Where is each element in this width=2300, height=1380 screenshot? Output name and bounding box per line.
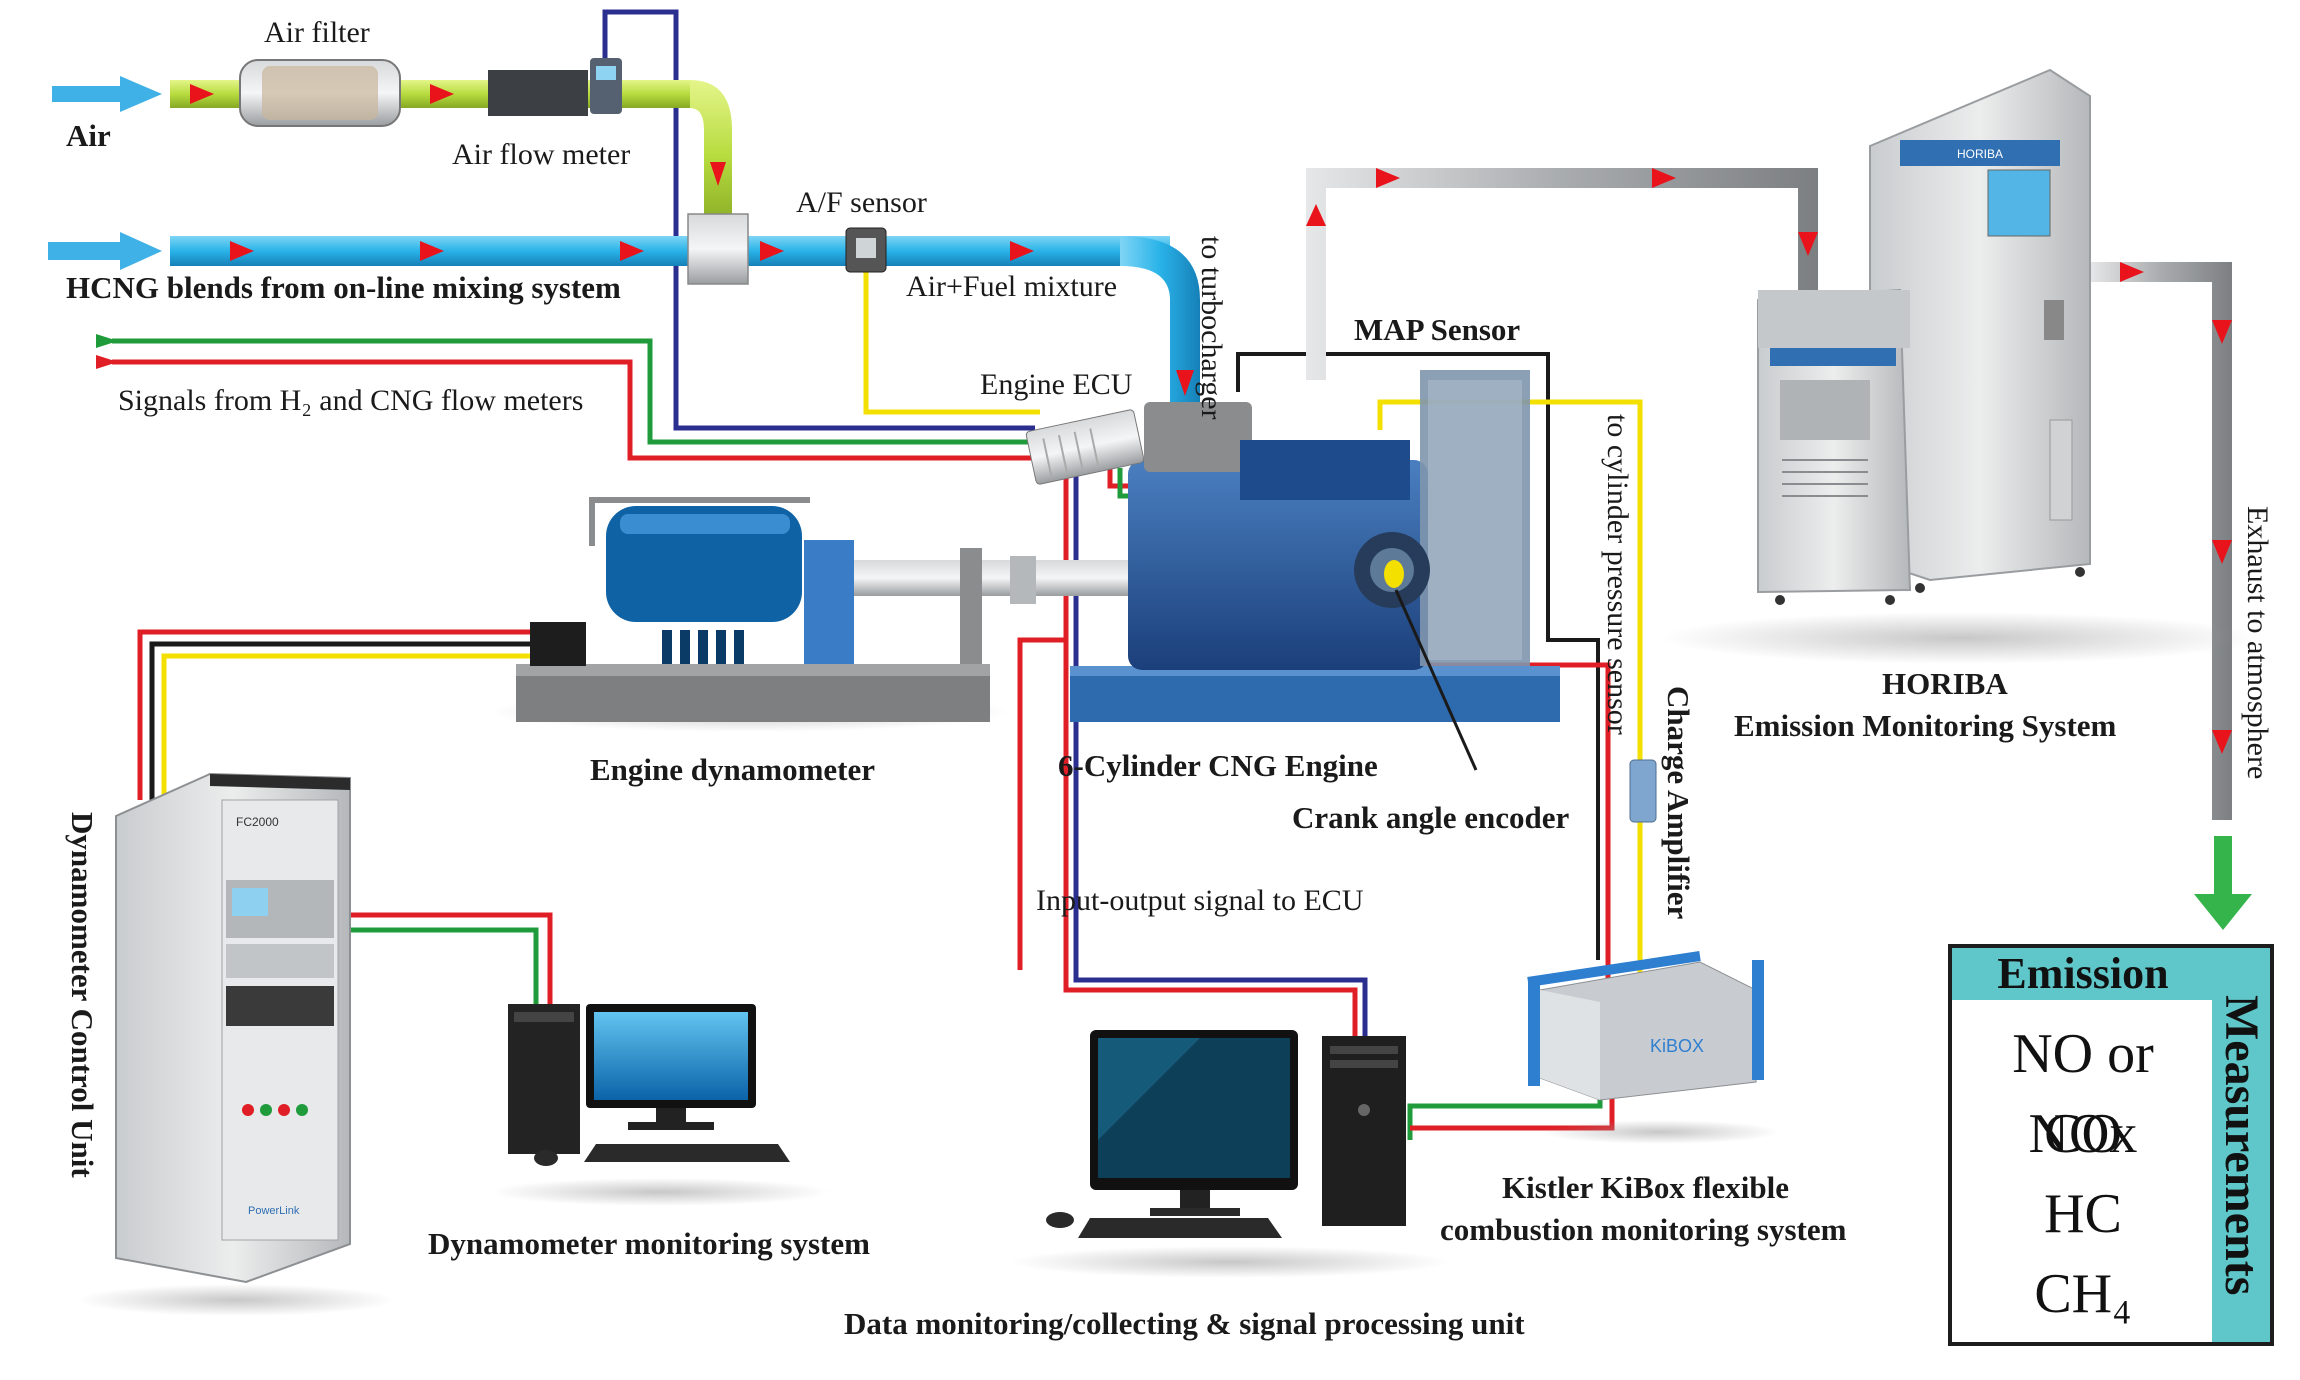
air-filter-label: Air filter [264,16,370,49]
crank-angle-encoder-label: Crank angle encoder [1292,800,1570,835]
io-signal-label: Input-output signal to ECU [1036,884,1364,917]
svg-text:HORIBA: HORIBA [1957,147,2003,161]
charge-amplifier-label: Charge Amplifier [1661,686,1696,920]
map-sensor-line [1236,352,1600,960]
green-signal-wire [112,338,1035,445]
engine-dynamometer-label: Engine dynamometer [590,752,876,787]
exhaust-label: Exhaust to atmosphere [2241,506,2274,780]
kibox-label-2: combustion monitoring system [1440,1212,1847,1247]
charge-amplifier-device [1629,759,1657,823]
map-sensor-label: MAP Sensor [1354,312,1521,347]
cabinet-model-text: FC2000 [236,815,279,829]
data-unit-label: Data monitoring/collecting & signal proc… [844,1306,1525,1341]
green-signal-arrow [96,334,118,348]
engine-ecu-device [1025,409,1145,485]
red-signal-wire [112,359,1035,461]
exhaust-pipe-2 [2090,262,2232,820]
air-flow-meter-label: Air flow meter [452,138,631,171]
horiba-system: HORIBA [1660,68,2260,664]
dyno-dcu-red [137,629,530,800]
hcng-label: HCNG blends from on-line mixing system [66,270,621,305]
kibox-label-1: Kistler KiBox flexible [1502,1170,1790,1205]
cng-engine [1025,370,1560,771]
navy-airflow-wire [602,9,1035,431]
flow-arrows [190,84,2232,754]
engine-dynamometer [490,497,1134,732]
measurements-side-label: Measurements [2212,948,2270,1342]
air-fuel-label: Air+Fuel mixture [906,270,1118,303]
horiba-label: HORIBA [1882,666,2008,701]
dyno-dcu-black [149,641,530,800]
to-turbocharger-label: to turbocharger [1195,236,1228,420]
exhaust-pipe-1 [1306,168,1818,380]
t-joint [687,213,749,285]
dyno-dcu-yellow [161,653,530,800]
fuel-pipe [170,236,1170,266]
cyl-pressure-wire [1377,399,1643,990]
yellow-af-wire [863,270,1040,415]
engine-label: 6-Cylinder CNG Engine [1058,748,1378,783]
dyno-monitoring-label: Dynamometer monitoring system [428,1226,870,1261]
emission-item-nox: NO or NOx [2012,1023,2154,1165]
dyno-control-cabinet: FC2000 PowerLink [76,772,396,1316]
engine-daq-red [1017,637,1065,970]
af-sensor-label: A/F sensor [796,186,927,219]
air-flow-meter [488,70,588,116]
to-cylinder-pressure-label: to cylinder pressure sensor [1601,414,1634,735]
emission-header: Emission [1952,948,2214,1000]
air-pipe-bend [690,80,732,232]
emission-item-ch4: CH₄ [2034,1263,2132,1325]
kibox-brand-text: KiBOX [1650,1036,1704,1056]
exhaust-green-arrow [2194,836,2252,930]
cabinet-brand-text: PowerLink [248,1205,300,1217]
dcu-label: Dynamometer Control Unit [65,812,100,1178]
crank-angle-encoder-device [1384,560,1404,588]
dyno-monitoring-pc [490,1004,830,1206]
air-label: Air [66,118,111,153]
emission-measurements-box: Emission Measurements NO or NOx CO HC CH… [1948,944,2274,1346]
signals-label: Signals from H₂ and CNG flow meters [118,384,584,417]
dcu-pc-green [350,927,539,1010]
ecu-daq-red [1063,460,1358,1040]
input-arrows [48,76,162,369]
kistler-kibox: KiBOX [1527,759,1780,1144]
dcu-pc-red [350,912,553,1010]
emission-list: NO or NOx CO HC CH₄ [1952,1014,2214,1334]
engine-ecu-label: Engine ECU [980,368,1133,401]
data-collecting-pc [1010,1030,1450,1278]
horiba-subtitle-label: Emission Monitoring System [1734,708,2117,743]
emission-item-co: CO [2044,1103,2122,1165]
emission-item-hc: HC [2044,1183,2122,1245]
red-signal-arrow [96,355,118,369]
